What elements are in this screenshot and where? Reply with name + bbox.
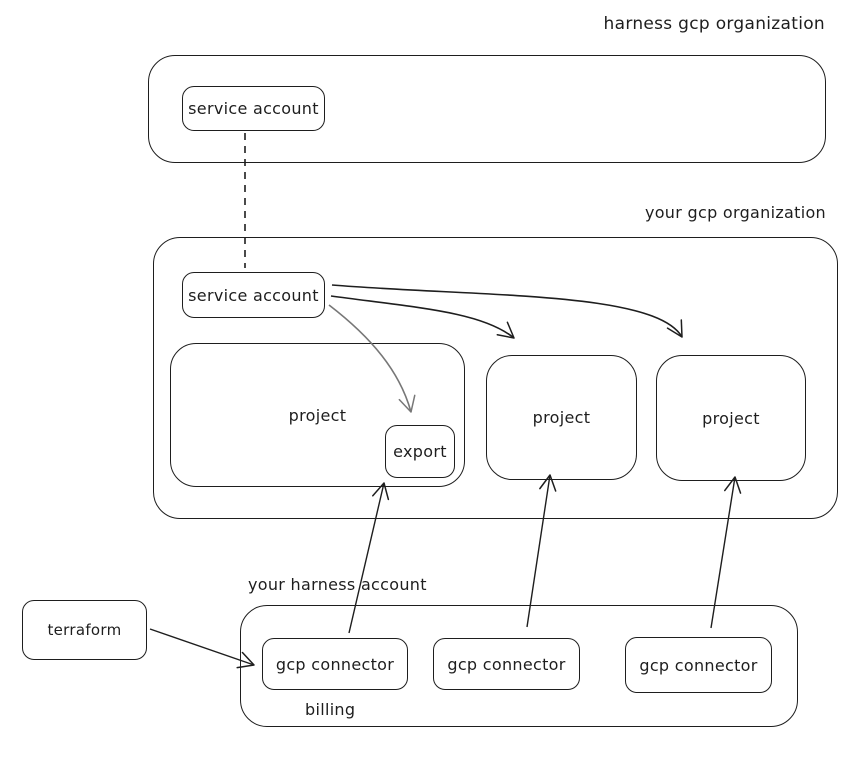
gcp-connector-3-label: gcp connector [639,655,758,675]
gcp-connector-1-label: gcp connector [275,654,395,674]
gcp-connector-3-box: gcp connector [625,637,772,693]
project-1-label: project [288,405,347,425]
export-label: export [393,442,447,461]
your-org-service-account-label: service account [188,285,319,305]
arrow-terraform-to-connector-1 [149,628,255,669]
harness-org-service-account-label: service account [188,99,319,118]
project-2-label: project [532,408,591,427]
your-org-box [153,237,838,519]
terraform-label: terraform [47,621,122,639]
project-3-box: project [656,355,806,481]
your-org-service-account-box: service account [182,272,325,318]
harness-org-service-account-box: service account [182,86,325,131]
billing-label: billing [305,700,356,719]
gcp-connector-2-label: gcp connector [447,654,566,674]
terraform-box: terraform [22,600,147,660]
export-box: export [385,425,455,478]
harness-org-title: harness gcp organization [603,14,825,34]
gcp-connector-2-box: gcp connector [433,638,580,690]
project-2-box: project [486,355,637,480]
project-3-label: project [702,408,760,428]
gcp-connector-1-box: gcp connector [262,638,408,690]
harness-org-box [148,55,826,163]
harness-account-title: your harness account [248,575,427,594]
your-org-title: your gcp organization [644,203,826,222]
